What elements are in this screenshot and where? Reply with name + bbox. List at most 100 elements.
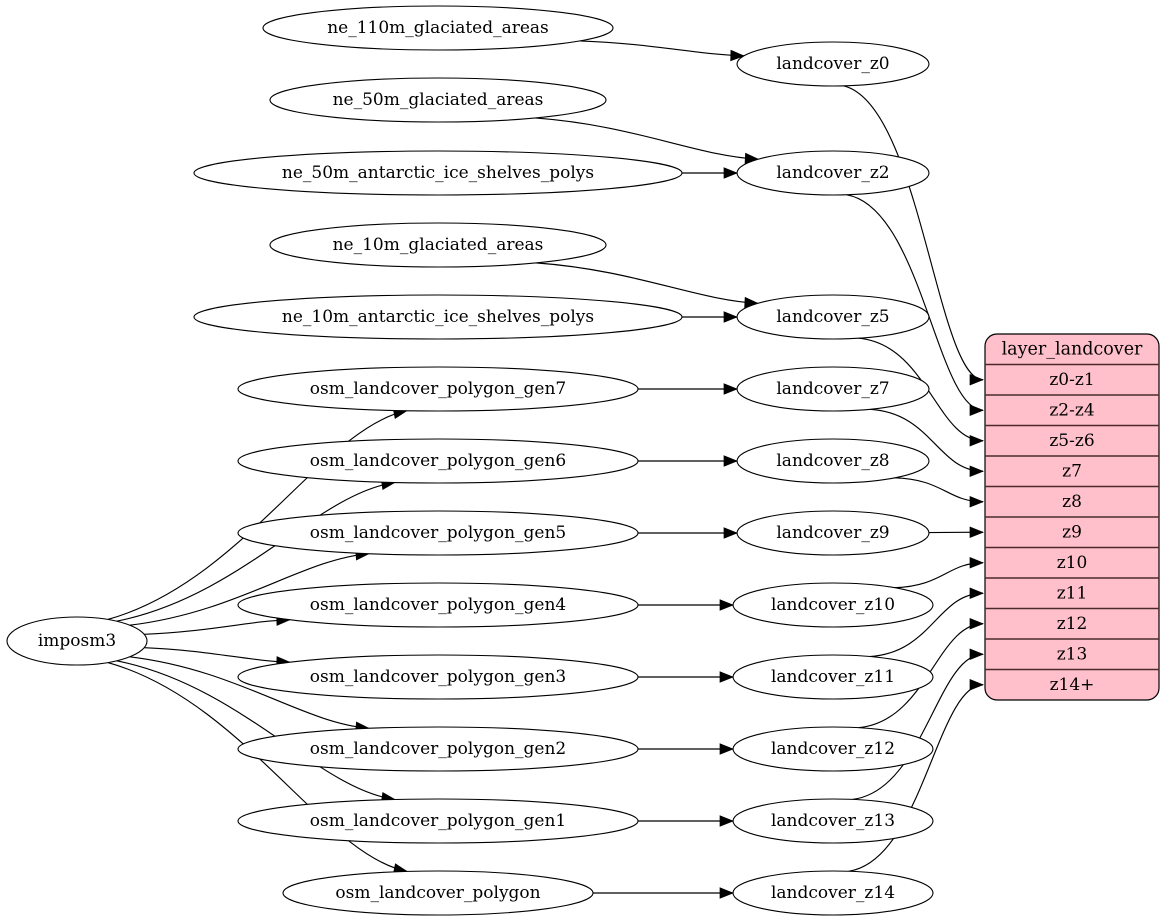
table-row-cell[interactable]: z12	[1057, 614, 1088, 634]
osm-node-osm_landcover_polygon_gen6[interactable]: osm_landcover_polygon_gen6	[237, 438, 639, 484]
landcover-node-landcover_z10[interactable]: landcover_z10	[732, 582, 934, 628]
edge-arrowhead	[969, 465, 984, 477]
node-ellipse-shape	[732, 582, 934, 628]
osm-node-osm_landcover_polygon[interactable]: osm_landcover_polygon	[282, 870, 594, 916]
node-ellipse-shape	[237, 438, 639, 484]
table-row-cell[interactable]: z11	[1057, 583, 1088, 603]
table-row-cell[interactable]: z13	[1057, 644, 1088, 664]
natural-earth-node-ne_50m_glaciated_areas[interactable]: ne_50m_glaciated_areas	[269, 77, 607, 123]
table-row-cell[interactable]: z14+	[1050, 675, 1095, 695]
edge-path	[129, 553, 370, 626]
natural-earth-node-ne_10m_glaciated_areas[interactable]: ne_10m_glaciated_areas	[269, 222, 607, 268]
node-ellipse-shape	[237, 366, 639, 412]
edge-arrowhead	[719, 815, 734, 827]
node-ellipse-shape	[736, 150, 930, 196]
node-ellipse-shape	[736, 438, 930, 484]
table-row-cell[interactable]: z5-z6	[1049, 431, 1094, 451]
node-label: landcover_z11	[771, 667, 895, 687]
node-label: landcover_z7	[776, 379, 889, 399]
landcover-node-landcover_z9[interactable]: landcover_z9	[736, 510, 930, 556]
edge-path	[107, 661, 408, 873]
edge-path	[144, 647, 290, 663]
edge-arrowhead	[969, 679, 984, 691]
nodes-layer: imposm3 ne_110m_glaciated_areas ne_50m_gla…	[6, 5, 934, 916]
node-ellipse-shape	[237, 582, 639, 628]
node-ellipse-shape	[237, 510, 639, 556]
edge-arrowhead	[969, 435, 984, 447]
natural-earth-node-ne_110m_glaciated_areas[interactable]: ne_110m_glaciated_areas	[262, 5, 614, 51]
source-node-imposm3[interactable]: imposm3	[6, 616, 148, 666]
node-ellipse-shape	[262, 5, 614, 51]
node-label: landcover_z14	[771, 883, 895, 903]
landcover-node-landcover_z0[interactable]: landcover_z0	[736, 41, 930, 87]
node-ellipse-shape	[237, 798, 639, 844]
landcover-node-landcover_z12[interactable]: landcover_z12	[732, 726, 934, 772]
landcover-node-landcover_z5[interactable]: landcover_z5	[736, 294, 930, 340]
table-row-cell[interactable]: z10	[1057, 553, 1088, 573]
osm-node-osm_landcover_polygon_gen4[interactable]: osm_landcover_polygon_gen4	[237, 582, 639, 628]
node-label: osm_landcover_polygon_gen5	[310, 523, 566, 543]
edge-to-table-row	[869, 592, 984, 658]
edge-path	[535, 262, 758, 304]
node-ellipse-shape	[732, 654, 934, 700]
osm-node-osm_landcover_polygon_gen1[interactable]: osm_landcover_polygon_gen1	[237, 798, 639, 844]
table-row-cell[interactable]: z7	[1062, 461, 1082, 481]
edge-path	[129, 656, 370, 729]
osm-node-osm_landcover_polygon_gen3[interactable]: osm_landcover_polygon_gen3	[237, 654, 639, 700]
edge-arrowhead	[969, 618, 984, 630]
node-ellipse-shape	[193, 294, 683, 340]
node-ellipse-shape	[732, 726, 934, 772]
edge-arrowhead	[723, 383, 738, 395]
table-row-cell[interactable]: z0-z1	[1049, 370, 1094, 390]
edge-to-table-row	[858, 337, 984, 442]
layer-landcover-table: layer_landcover z0-z1 z2-z4 z5-z6 z7 z8 z9 z10 z…	[984, 333, 1160, 701]
edge-arrowhead	[719, 743, 734, 755]
osm-node-osm_landcover_polygon_gen7[interactable]: osm_landcover_polygon_gen7	[237, 366, 639, 412]
edge-to-table-row	[848, 684, 984, 872]
node-ellipse-shape	[732, 798, 934, 844]
layer-landcover-table-group[interactable]: layer_landcover z0-z1 z2-z4 z5-z6 z7 z8 z9 z10 z…	[984, 333, 1160, 701]
osm-node-osm_landcover_polygon_gen2[interactable]: osm_landcover_polygon_gen2	[237, 726, 639, 772]
natural-earth-node-ne_10m_antarctic_ice_shelves_polys[interactable]: ne_10m_antarctic_ice_shelves_polys	[193, 294, 683, 340]
node-label: osm_landcover_polygon_gen3	[310, 667, 566, 687]
table-row-cell[interactable]: z8	[1062, 492, 1082, 512]
node-label: ne_110m_glaciated_areas	[327, 18, 549, 38]
edge-arrowhead	[719, 887, 734, 899]
node-ellipse-shape	[736, 41, 930, 87]
natural-earth-node-ne_50m_antarctic_ice_shelves_polys[interactable]: ne_50m_antarctic_ice_shelves_polys	[193, 150, 683, 196]
node-label: osm_landcover_polygon_gen6	[310, 451, 566, 471]
edge-path	[144, 619, 290, 635]
edge-arrowhead	[723, 455, 738, 467]
edge-path	[107, 410, 407, 621]
node-label: osm_landcover_polygon_gen7	[310, 379, 566, 399]
node-ellipse-shape	[237, 654, 639, 700]
node-label: ne_50m_antarctic_ice_shelves_polys	[282, 163, 594, 183]
table-header-label: layer_landcover	[1002, 339, 1143, 359]
edge-to-table-row	[843, 85, 984, 381]
table-row-cell[interactable]: z2-z4	[1049, 400, 1094, 420]
edge-arrowhead	[969, 404, 984, 416]
node-ellipse-shape	[269, 222, 607, 268]
node-label: osm_landcover_polygon_gen4	[310, 595, 566, 615]
edge-path	[579, 40, 744, 57]
node-ellipse-shape	[736, 366, 930, 412]
edge-arrowhead	[730, 49, 745, 62]
landcover-node-landcover_z8[interactable]: landcover_z8	[736, 438, 930, 484]
landcover-node-landcover_z14[interactable]: landcover_z14	[732, 870, 934, 916]
node-label: landcover_z2	[776, 163, 889, 183]
osm-node-osm_landcover_polygon_gen5[interactable]: osm_landcover_polygon_gen5	[237, 510, 639, 556]
table-row-cell[interactable]: z9	[1062, 522, 1082, 542]
node-ellipse-shape	[736, 294, 930, 340]
landcover-node-landcover_z7[interactable]: landcover_z7	[736, 366, 930, 412]
edge-arrowhead	[969, 557, 984, 569]
node-ellipse-shape	[282, 870, 594, 916]
landcover-node-landcover_z13[interactable]: landcover_z13	[732, 798, 934, 844]
node-label: ne_10m_glaciated_areas	[333, 235, 544, 255]
landcover-node-landcover_z11[interactable]: landcover_z11	[732, 654, 934, 700]
edge-arrowhead	[719, 671, 734, 683]
edge-arrowhead	[723, 527, 738, 539]
landcover-node-landcover_z2[interactable]: landcover_z2	[736, 150, 930, 196]
edge-arrowhead	[719, 599, 734, 611]
node-ellipse-shape	[269, 77, 607, 123]
